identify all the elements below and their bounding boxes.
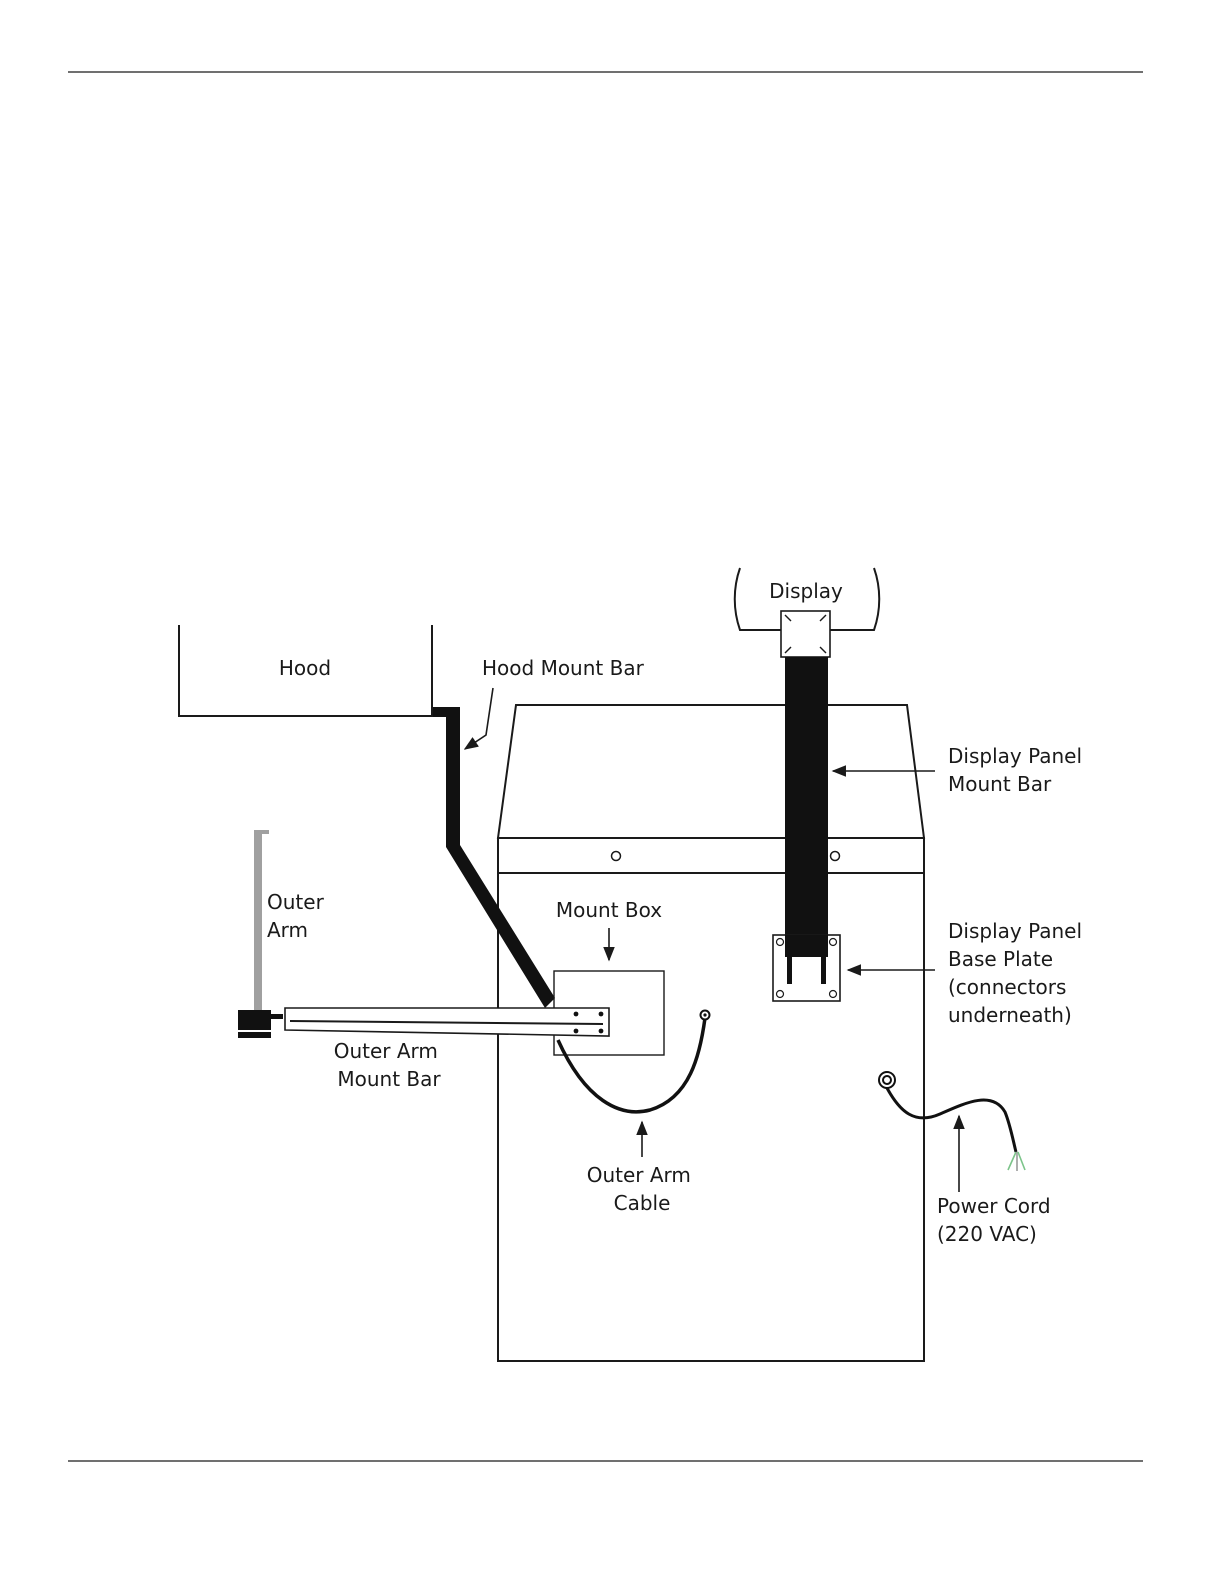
label-display-panel-mount-bar: Display Panel Mount Bar: [948, 744, 1088, 796]
screw-left: [612, 852, 621, 861]
label-power-cord: Power Cord (220 VAC): [937, 1194, 1057, 1246]
display-panel-base-plate: [773, 935, 840, 1001]
power-wire-green-2: [1018, 1152, 1025, 1170]
label-outer-arm-cable: Outer Arm Cable: [587, 1163, 698, 1215]
power-wire-green: [1008, 1152, 1016, 1170]
label-mount-box: Mount Box: [556, 898, 662, 922]
outer-arm-clamp: [238, 1010, 271, 1030]
label-display: Display: [769, 579, 843, 603]
label-outer-arm: Outer Arm: [267, 890, 330, 942]
label-hood-mount-bar: Hood Mount Bar: [482, 656, 645, 680]
label-outer-arm-mount-bar: Outer Arm Mount Bar: [334, 1039, 445, 1091]
outer-arm-mount-bar: [285, 1008, 609, 1036]
power-cord-grommet: [879, 1072, 895, 1088]
power-cord: [879, 1072, 1025, 1171]
label-hood: Hood: [279, 656, 331, 680]
display-panel-mount-bar: [785, 657, 828, 957]
screw-right: [831, 852, 840, 861]
hood-mount-bar: [433, 707, 555, 1008]
label-display-panel-base-plate: Display Panel Base Plate (connectors und…: [948, 919, 1088, 1027]
hood-mount-bar-arrow: [465, 688, 493, 749]
outer-arm-pole: [254, 830, 262, 1010]
